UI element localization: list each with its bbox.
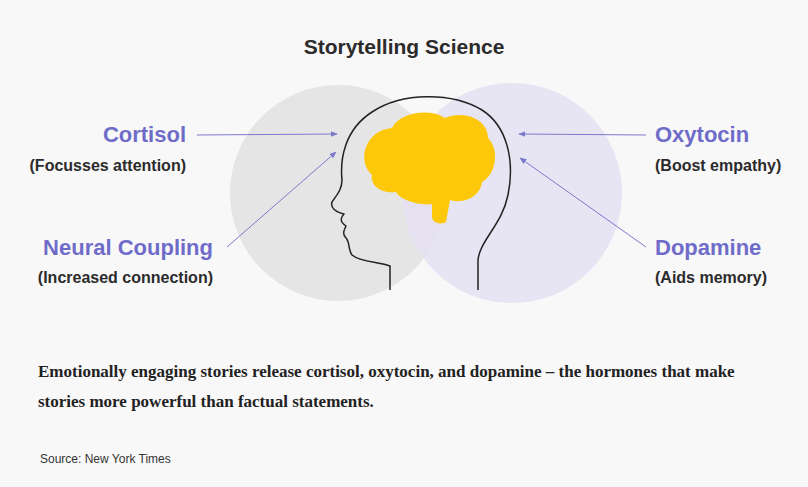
source-note: Source: New York Times bbox=[40, 452, 171, 466]
caption-text: Emotionally engaging stories release cor… bbox=[38, 357, 770, 417]
hormone-name: Dopamine bbox=[655, 235, 761, 261]
hormone-effect: (Aids memory) bbox=[655, 268, 767, 288]
brain bbox=[364, 113, 495, 224]
hormone-effect: (Boost empathy) bbox=[655, 156, 781, 176]
head-outline bbox=[332, 97, 511, 290]
leader-line bbox=[519, 134, 646, 135]
leader-line bbox=[227, 152, 336, 247]
leader-line bbox=[520, 158, 646, 247]
hormone-effect: (Increased connection) bbox=[38, 268, 213, 288]
leader-line bbox=[197, 134, 337, 135]
hormone-name: Neural Coupling bbox=[43, 235, 213, 261]
hormone-effect: (Focusses attention) bbox=[30, 156, 186, 176]
diagram-title: Storytelling Science bbox=[0, 35, 808, 59]
hormone-name: Oxytocin bbox=[655, 122, 749, 148]
hormone-name: Cortisol bbox=[103, 122, 186, 148]
